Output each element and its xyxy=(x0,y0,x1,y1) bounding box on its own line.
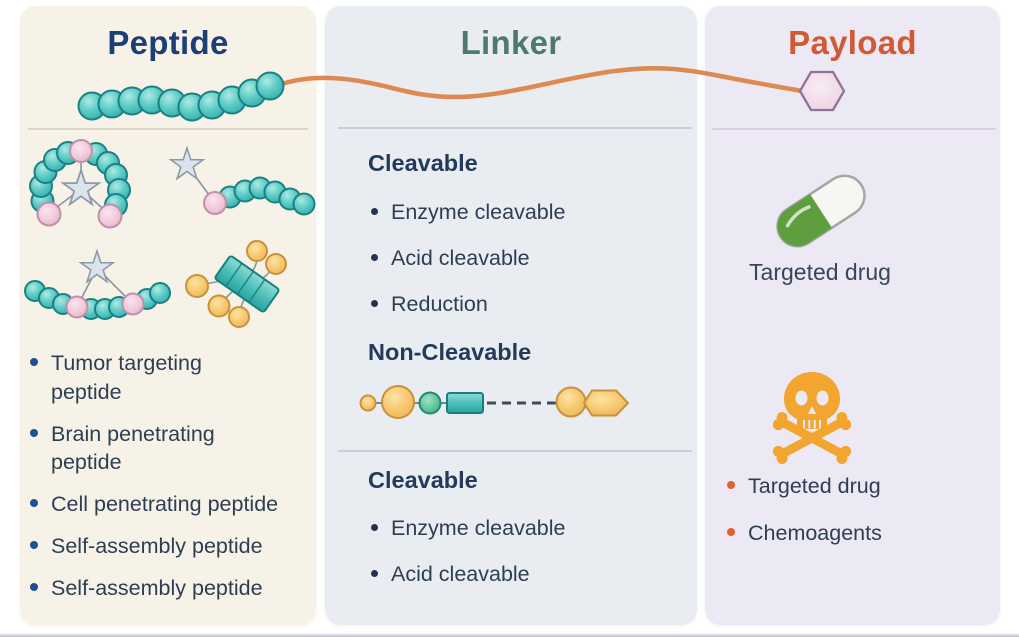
list-item: Chemoagents xyxy=(727,519,882,548)
list-item-label: Acid cleavable xyxy=(391,561,530,586)
bullet-dot xyxy=(30,428,38,437)
list-item: Self-assembly peptide xyxy=(30,532,318,561)
bullet-dot xyxy=(30,499,38,508)
list-item-label: Self-assembly peptide xyxy=(51,575,263,600)
bullet-dot xyxy=(371,299,378,307)
list-item: Acid cleavable xyxy=(371,244,671,273)
cleavable-list-2: Enzyme cleavable Acid cleavable xyxy=(371,514,671,589)
list-item: Acid cleavable xyxy=(371,560,671,589)
payload-type-list: Targeted drug Chemoagents xyxy=(727,472,882,548)
payload-divider xyxy=(712,128,996,130)
list-item: Targeted drug xyxy=(727,472,882,501)
linker-title: Linker xyxy=(460,24,562,61)
non-cleavable-heading: Non-Cleavable xyxy=(368,339,532,365)
linker-divider-2 xyxy=(338,450,692,452)
bullet-dot xyxy=(30,540,38,549)
cleavable-list: Enzyme cleavable Acid cleavable Reductio… xyxy=(371,198,671,318)
list-item-label: Targeted drug xyxy=(748,474,881,498)
bullet-dot xyxy=(30,358,38,366)
list-item-label: Cell penetrating peptide xyxy=(51,492,279,517)
peptide-title: Peptide xyxy=(107,24,229,61)
linker-column xyxy=(325,6,697,625)
list-item: Enzyme cleavable xyxy=(371,514,671,543)
bottom-shadow-edge xyxy=(0,633,1019,637)
list-item-label: Brain penetrating peptide xyxy=(51,421,215,475)
list-item: Brain penetrating peptide xyxy=(30,420,318,478)
targeted-drug-label: Targeted drug xyxy=(749,259,891,285)
bullet-dot xyxy=(727,527,735,536)
peptide-type-list: Tumor targeting peptide Brain penetratin… xyxy=(30,349,318,603)
bullet-dot xyxy=(371,569,378,577)
list-item: Tumor targeting peptide xyxy=(30,349,318,407)
list-item-label: Enzyme cleavable xyxy=(391,200,566,224)
bullet-dot xyxy=(727,481,735,489)
list-item-label: Chemoagents xyxy=(748,520,882,545)
list-item: Cell penetrating peptide xyxy=(30,490,318,519)
list-item-label: Reduction xyxy=(391,291,488,316)
peptide-divider xyxy=(28,128,308,130)
list-item-label: Tumor targeting peptide xyxy=(51,351,202,404)
cleavable-heading: Cleavable xyxy=(368,150,478,176)
list-item: Reduction xyxy=(371,290,671,319)
linker-divider xyxy=(338,127,692,129)
bullet-dot xyxy=(371,524,378,531)
bullet-dot xyxy=(371,253,378,261)
bullet-dot xyxy=(371,208,378,215)
list-item-label: Acid cleavable xyxy=(391,245,530,270)
list-item: Enzyme cleavable xyxy=(371,198,671,227)
list-item-label: Self-assembly peptide xyxy=(51,533,263,558)
payload-title: Payload xyxy=(788,24,917,61)
list-item: Self-assembly peptide xyxy=(30,574,318,603)
cleavable-heading-2: Cleavable xyxy=(368,467,478,493)
payload-column xyxy=(705,6,1000,625)
list-item-label: Enzyme cleavable xyxy=(391,516,566,540)
bullet-dot xyxy=(30,582,38,591)
